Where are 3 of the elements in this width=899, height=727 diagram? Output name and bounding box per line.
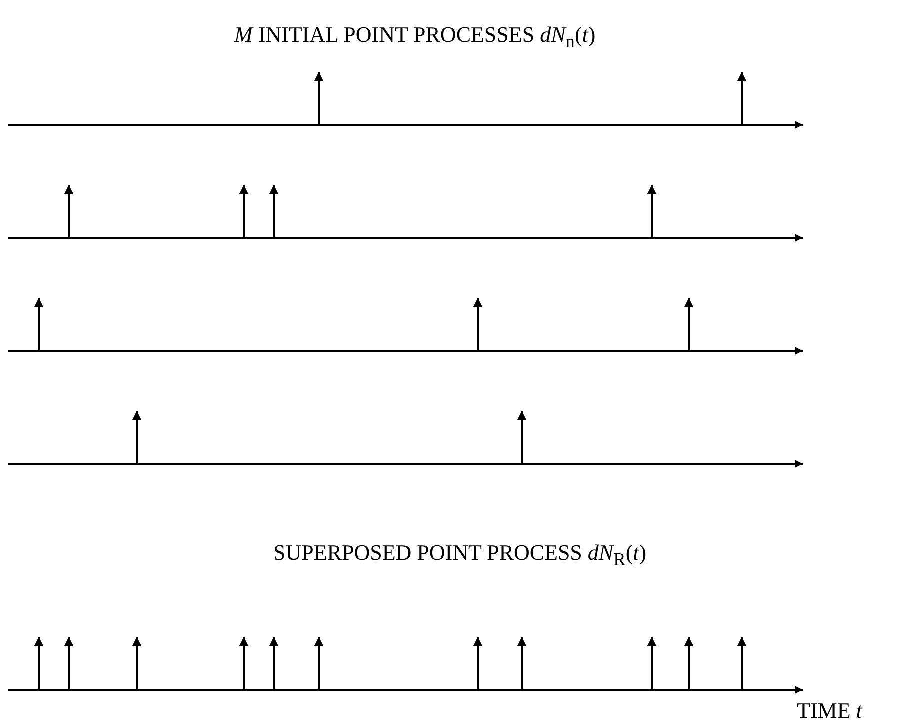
chart-title: M INITIAL POINT PROCESSES dN$_{n}$(t) [234,22,596,52]
section-title: SUPERPOSED POINT PROCESS dN$_{R}$(t) [274,540,647,570]
axis-label: TIME t [797,698,862,724]
